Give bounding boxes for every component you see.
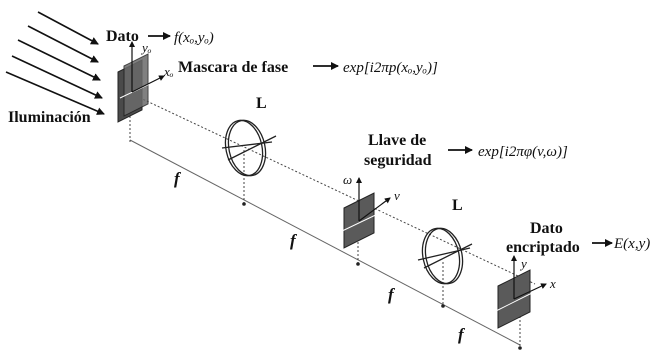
label-focal-3: f (388, 285, 396, 304)
label-axis-xo: xₒ (163, 64, 174, 79)
label-axis-x: x (549, 276, 556, 291)
label-llave-2: seguridad (364, 152, 432, 169)
focal-dot (441, 304, 445, 308)
lens-2 (417, 227, 473, 285)
focal-dot (242, 202, 246, 206)
label-mascara-expr: exp[i2πp(xₒ,yₒ)] (343, 60, 438, 76)
axis-xo-arrow (131, 75, 165, 93)
key-plane (339, 192, 387, 249)
label-focal-2: f (290, 231, 298, 250)
output-plane (493, 269, 543, 329)
label-output-expr: E(x,y) (613, 236, 650, 252)
label-llave-expr: exp[i2πφ(v,ω)] (478, 144, 568, 160)
axis-x-arrow (513, 283, 547, 300)
focal-baseline (129, 139, 521, 346)
label-axis-yo: yₒ (140, 40, 152, 55)
optical-axis (135, 95, 536, 285)
label-axis-w: ω (343, 172, 352, 187)
label-mascara: Mascara de fase (178, 59, 288, 76)
label-llave-1: Llave de (368, 132, 426, 149)
lens-1 (221, 119, 277, 177)
focal-dot (518, 346, 522, 350)
label-dato-enc-2: encriptado (506, 239, 580, 256)
input-plane (117, 53, 159, 123)
label-lens-1: L (256, 95, 267, 112)
focal-dot (356, 262, 360, 266)
label-axis-v: v (394, 188, 400, 203)
illumination-rays (5, 11, 105, 115)
label-axis-y: y (519, 256, 527, 271)
label-lens-2: L (452, 197, 463, 214)
axis-v-arrow (358, 197, 391, 222)
label-dato-enc-1: Dato (530, 220, 563, 237)
label-dato-expr: f(xₒ,yₒ) (174, 30, 214, 46)
focal-markers (129, 100, 521, 348)
label-dato: Dato (106, 28, 139, 45)
label-focal-1: f (174, 169, 182, 188)
label-focal-4: f (458, 325, 466, 344)
label-iluminacion: Iluminación (8, 109, 91, 126)
